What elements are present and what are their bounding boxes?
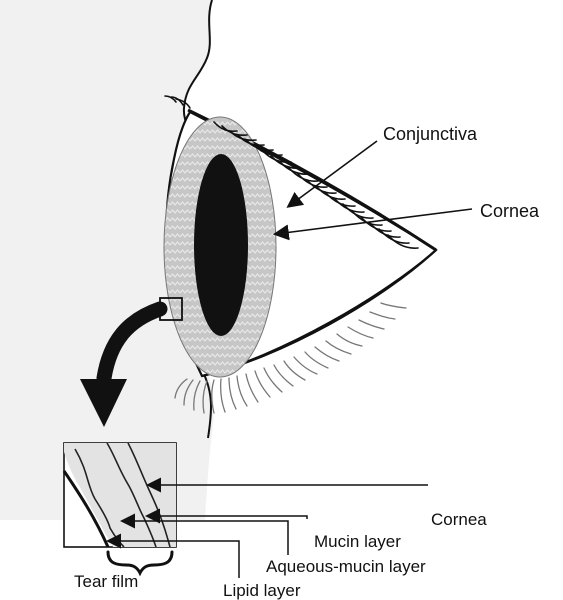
inset-cornea-label: Cornea (431, 510, 487, 529)
lipid-layer-label: Lipid layer (223, 581, 301, 600)
conjunctiva-label: Conjunctiva (383, 124, 478, 144)
cornea-label: Cornea (480, 201, 540, 221)
mucin-layer-label: Mucin layer (314, 532, 401, 551)
aqueous-mucin-layer-label: Aqueous-mucin layer (266, 557, 426, 576)
tear-film-label: Tear film (74, 572, 138, 591)
pupil (194, 154, 248, 336)
tear-film-brace (108, 552, 172, 573)
